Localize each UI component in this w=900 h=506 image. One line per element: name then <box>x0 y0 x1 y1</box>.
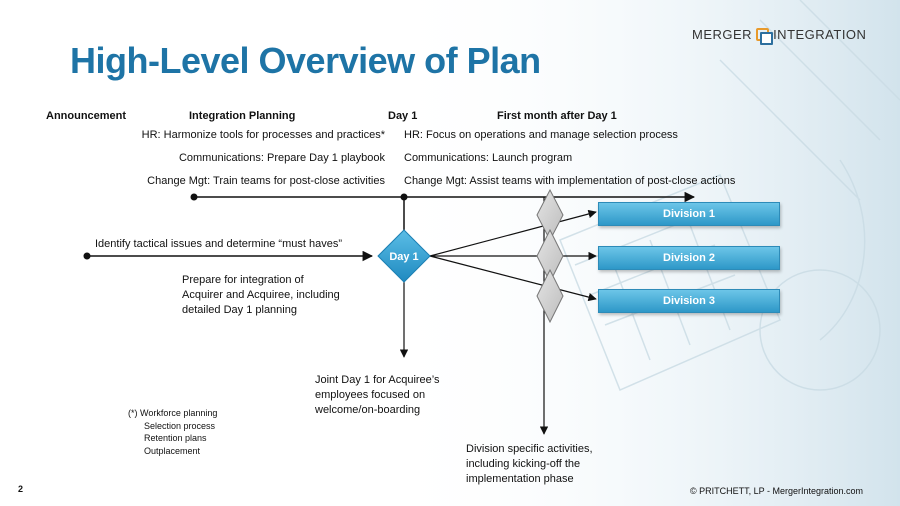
planning-item-communications: Communications: Prepare Day 1 playbook <box>178 152 385 164</box>
division-3-box: Division 3 <box>598 289 780 313</box>
header-day1: Day 1 <box>388 110 418 122</box>
day1-diamond <box>377 229 431 283</box>
prepare-text: Prepare for integration of Acquirer and … <box>182 274 340 316</box>
division-activities-text: Division specific activities, including … <box>466 443 593 485</box>
division-2-box: Division 2 <box>598 246 780 270</box>
planning-item-hr: HR: Harmonize tools for processes and pr… <box>141 129 385 141</box>
tactical-label: Identify tactical issues and determine “… <box>95 238 343 250</box>
merger-integration-logo: MERGER INTEGRATION <box>692 27 867 45</box>
joint-day1-text: Joint Day 1 for Acquiree’s employees foc… <box>315 374 440 416</box>
header-first-month: First month after Day 1 <box>497 110 617 122</box>
division-arrows <box>429 209 597 302</box>
page-number: 2 <box>18 484 24 494</box>
tactical-line <box>83 250 374 262</box>
copyright-footer: © PRITCHETT, LP - MergerIntegration.com <box>690 486 864 496</box>
top-timeline-line <box>190 191 696 203</box>
logo-squares-icon <box>756 28 774 45</box>
day1-diamond-label: Day 1 <box>389 251 418 263</box>
header-announcement: Announcement <box>46 110 127 122</box>
post-day1-item-communications: Communications: Launch program <box>404 152 573 164</box>
post-day1-item-hr: HR: Focus on operations and manage selec… <box>404 129 678 141</box>
header-integration-planning: Integration Planning <box>189 110 296 122</box>
logo-text-left: MERGER <box>692 27 753 42</box>
footnote: (*) Workforce planning Selection process… <box>128 408 218 456</box>
division-1-box: Division 1 <box>598 202 780 226</box>
slide-title: High-Level Overview of Plan <box>70 40 541 81</box>
logo-text-right: INTEGRATION <box>773 27 867 42</box>
planning-item-change-mgt: Change Mgt: Train teams for post-close a… <box>147 175 385 187</box>
post-day1-item-change-mgt: Change Mgt: Assist teams with implementa… <box>404 175 736 187</box>
milestone-diamond-3 <box>536 268 564 324</box>
